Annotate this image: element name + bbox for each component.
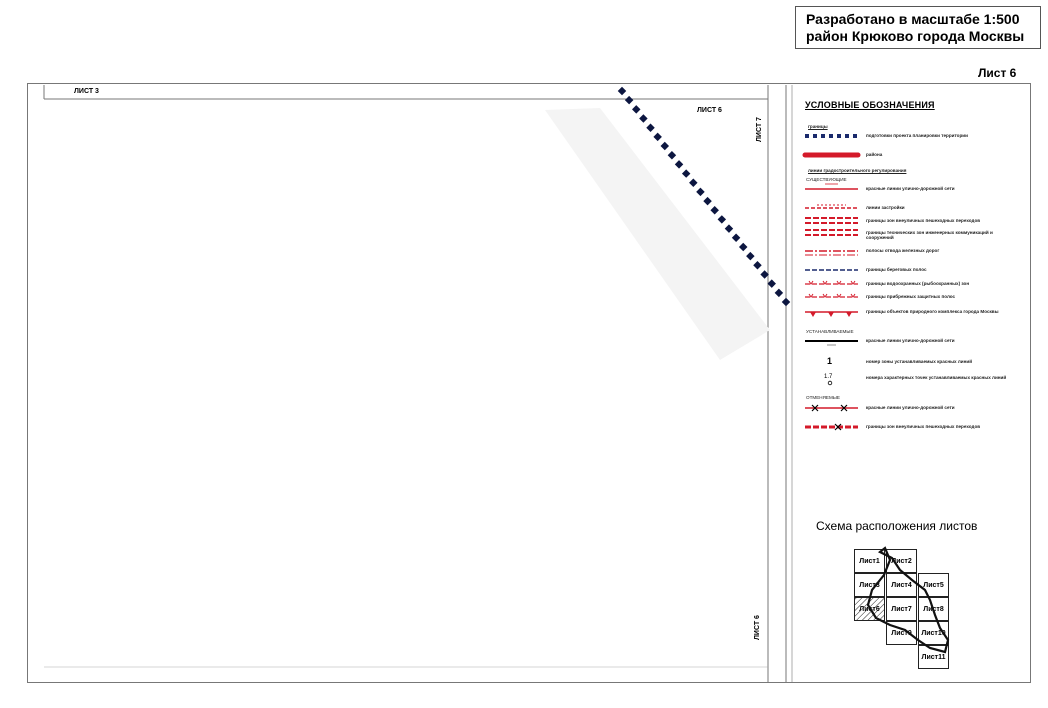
sheet-ref-top-left: ЛИСТ 3	[74, 88, 99, 95]
schema-cell-4: Лист4	[886, 573, 917, 597]
schema-cell-5: Лист5	[918, 573, 949, 597]
legend-symbol-char-points: 1.7	[824, 374, 833, 386]
legend-symbol-protect-strip	[805, 293, 858, 298]
legend-label-shore-strip: границы береговых полос	[866, 267, 927, 272]
legend-label-water-zone: границы водоохранных (рыбоохранных) зон	[866, 281, 970, 286]
legend-symbol-red-lines	[805, 183, 858, 190]
legend-label-building-lines: линии застройки	[866, 205, 905, 210]
legend-symbol-building-lines	[805, 204, 858, 209]
legend-label-underground-cancel: границы зон внеуличных пешеходных перехо…	[866, 424, 981, 429]
legend-label-red-lines-cancel: красные линии улично-дорожной сети	[866, 405, 955, 410]
legend-title: УСЛОВНЫЕ ОБОЗНАЧЕНИЯ	[805, 100, 935, 110]
boundary-dot	[781, 297, 791, 307]
schema-title: Схема расположения листов	[816, 519, 978, 533]
legend-symbol-railway-strip	[805, 250, 858, 256]
legend-symbol-technical-zone	[805, 229, 858, 236]
legend-label-protect-strip: границы прибрежных защитных полос	[866, 294, 956, 299]
sheet-label: Лист 6	[978, 66, 1017, 80]
legend-symbol-zone-number: 1	[827, 356, 832, 366]
schema-cell-9: Лист9	[886, 621, 917, 645]
title-line-2: район Крюково города Москвы	[806, 28, 1025, 44]
map-frame	[27, 83, 1031, 683]
legend-label-survey-boundary: подготовки проекта планировки территории	[866, 133, 968, 138]
schema-cell-8: Лист8	[918, 597, 949, 621]
boundary-dot	[774, 288, 784, 298]
legend-symbol-nature-objects	[805, 311, 858, 317]
legend-section-borders: границы	[808, 124, 828, 129]
legend-label-railway-strip: полосы отвода железных дорог	[866, 248, 940, 253]
legend-label-nature-objects: границы объектов природного комплекса го…	[866, 309, 999, 314]
schema-cell-11: Лист11	[918, 645, 949, 669]
legend-label-red-lines: красные линии улично-дорожной сети	[866, 186, 955, 191]
legend-label-zone-number: номер зоны устанавливаемых красных линий	[866, 359, 973, 364]
svg-text:1: 1	[827, 356, 832, 366]
schema-cell-3: Лист3	[854, 573, 885, 597]
legend-label-district: района	[866, 152, 883, 157]
legend-symbol-underground-zone	[805, 217, 858, 224]
legend-label-red-lines-new: красные линии улично-дорожной сети	[866, 338, 955, 343]
legend-symbol-red-lines-new	[805, 340, 858, 346]
legend-symbol-underground-cancel	[805, 423, 858, 431]
faint-shading	[545, 108, 770, 360]
legend-symbol-water-zone	[805, 280, 858, 285]
schema-cell-7: Лист7	[886, 597, 917, 621]
legend-label-underground-zone: границы зон внеуличных пешеходных перехо…	[866, 218, 981, 223]
legend-label-established_caption: УСТАНАВЛИВАЕМЫЕ	[806, 329, 854, 334]
legend-label-section_regulation: линии градостроительного регулирования	[808, 168, 907, 173]
legend-symbol-survey-boundary	[805, 134, 857, 138]
boundary-dot	[753, 261, 762, 270]
boundary-dot	[767, 279, 776, 288]
schema-cell-10: Лист10	[918, 621, 949, 645]
boundary-dot	[760, 270, 769, 279]
legend-label-cancelled_caption: ОТМЕНЯЕМЫЕ	[806, 395, 840, 400]
legend-symbol-red-lines-cancel	[805, 404, 858, 412]
legend-label-existing_caption: СУЩЕСТВУЮЩИЕ	[806, 177, 847, 182]
title-box: Разработано в масштабе 1:500 район Крюко…	[795, 6, 1041, 49]
schema-cell-2: Лист2	[886, 549, 917, 573]
schema-cell-6: Лист6	[854, 597, 885, 621]
schema-cell-1: Лист1	[854, 549, 885, 573]
legend-label-technical-zone: границы технических зон инженерных комму…	[866, 230, 993, 240]
svg-text:1.7: 1.7	[824, 374, 833, 380]
legend-label-char-points: номера характерных точек устанавливаемых…	[866, 375, 1007, 380]
sheet-ref-top-right: ЛИСТ 6	[697, 107, 722, 114]
title-line-1: Разработано в масштабе 1:500	[806, 11, 1020, 27]
